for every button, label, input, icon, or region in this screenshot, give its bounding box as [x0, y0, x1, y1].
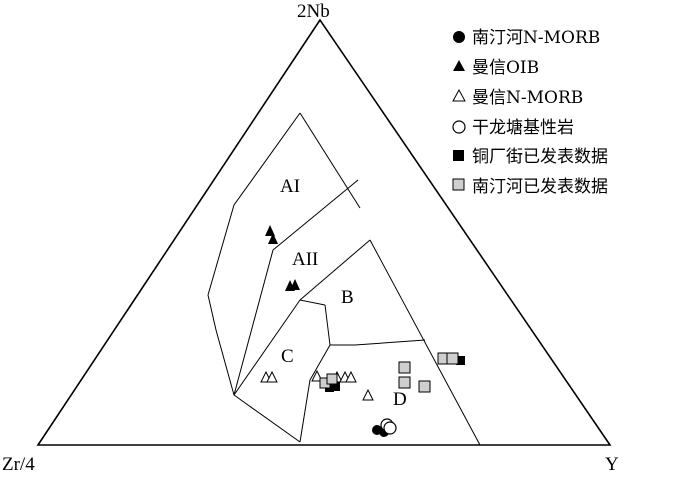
- point-open-triangle: [266, 370, 278, 383]
- point-gray-square: [446, 352, 459, 365]
- point-open-circle: [383, 421, 397, 435]
- field-label-ai: AI: [280, 176, 300, 197]
- point-open-triangle: [345, 370, 357, 383]
- boundary-c-upper: [233, 299, 326, 396]
- point-filled-square: [456, 356, 465, 365]
- apex-label-left: Zr/4: [2, 454, 35, 475]
- legend-label: 曼信N-MORB: [472, 88, 583, 108]
- legend-label: 干龙塘基性岩: [472, 118, 574, 138]
- legend-open-circle-icon: [452, 120, 466, 134]
- legend-filled-circle-icon: [453, 31, 465, 43]
- point-filled-triangle: [265, 225, 275, 236]
- point-gray-square: [418, 380, 431, 393]
- boundary-aii-b: [299, 239, 371, 301]
- series-manxin-oib: [265, 225, 300, 291]
- point-gray-square: [398, 376, 411, 389]
- field-label-c: C: [281, 346, 294, 367]
- legend-open-triangle-icon: [452, 88, 466, 102]
- legend-label: 南汀河已发表数据: [472, 177, 608, 197]
- boundary-c-right: [299, 304, 331, 443]
- boundary-d-upper: [330, 339, 426, 346]
- point-gray-square: [326, 373, 338, 385]
- series-manxin-nmorb: [260, 369, 374, 401]
- legend-label: 南汀河N-MORB: [472, 28, 600, 48]
- point-gray-square: [398, 361, 411, 374]
- legend-label: 铜厂街已发表数据: [472, 147, 608, 167]
- point-filled-square: [331, 382, 340, 391]
- series-nantinghe-published: [319, 352, 459, 393]
- field-label-d: D: [393, 389, 407, 410]
- series-nantinghe-nmorb: [372, 425, 389, 437]
- point-filled-triangle: [290, 279, 300, 290]
- legend-filled-triangle-icon: [453, 60, 465, 71]
- legend-filled-square-icon: [453, 150, 464, 161]
- legend-labels: 南汀河N-MORB 曼信OIB 曼信N-MORB 干龙塘基性岩 铜厂街已发表数据…: [472, 28, 608, 197]
- apex-label-right: Y: [605, 454, 619, 475]
- legend-markers: [452, 31, 466, 191]
- boundary-b-right: [369, 239, 481, 446]
- point-filled-triangle: [268, 233, 278, 244]
- field-label-aii: AII: [292, 249, 318, 270]
- outer-triangle: [36, 18, 612, 446]
- boundary-ai-aii: [272, 179, 359, 251]
- apex-label-top: 2Nb: [297, 1, 330, 22]
- legend-label: 曼信OIB: [472, 58, 539, 78]
- boundary-ai-outer: [207, 112, 301, 443]
- boundary-aii-arrow: [233, 249, 274, 396]
- legend-gray-square-icon: [452, 178, 465, 191]
- boundary-ai-right: [299, 112, 361, 209]
- field-label-b: B: [341, 287, 354, 308]
- field-boundaries: [207, 112, 481, 446]
- point-open-triangle: [362, 388, 374, 401]
- series-ganlongtang: [380, 418, 397, 435]
